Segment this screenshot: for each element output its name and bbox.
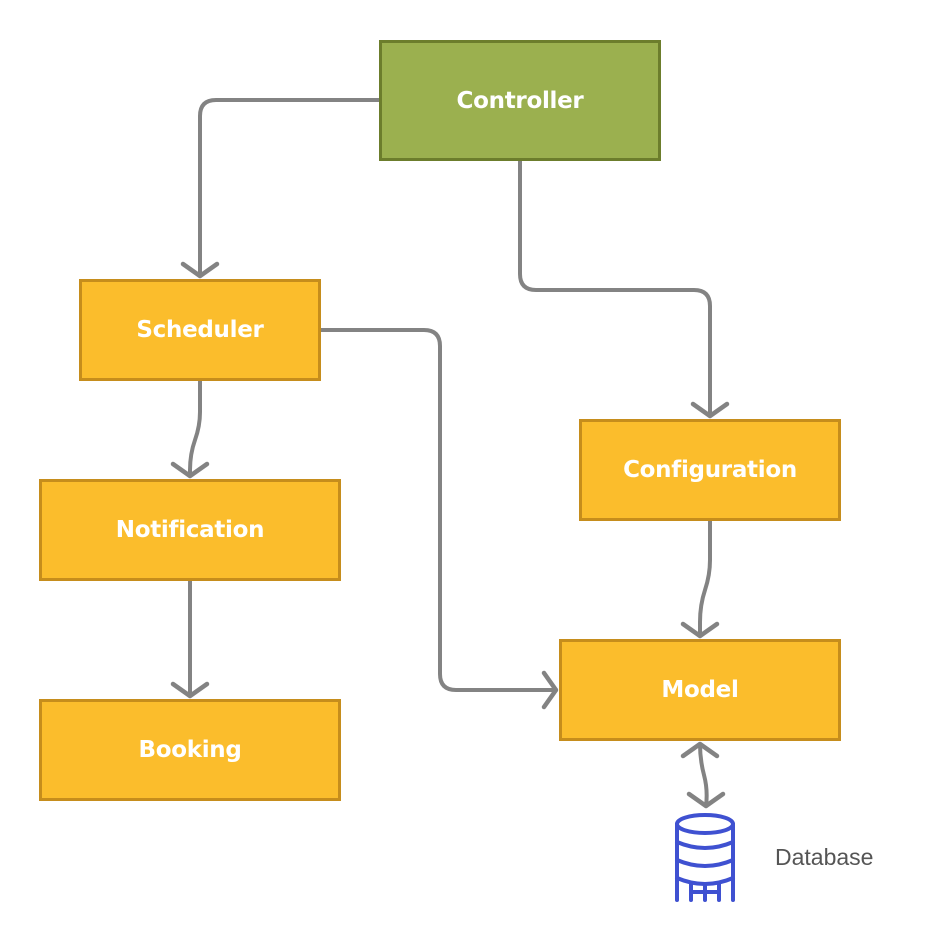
controller-node[interactable]: Controller — [379, 40, 661, 161]
arrowhead — [680, 621, 720, 639]
node-label: Controller — [456, 87, 584, 114]
edge-controller-configuration[interactable] — [518, 159, 730, 419]
arrowhead — [686, 791, 726, 809]
node-label: Scheduler — [136, 317, 264, 343]
node-label: Model — [661, 677, 739, 703]
arrowhead — [690, 401, 730, 419]
database-label: Database — [775, 844, 874, 870]
database-icon[interactable] — [672, 810, 738, 904]
edge-scheduler-model[interactable] — [319, 328, 559, 710]
edge-model-database[interactable] — [680, 741, 726, 809]
node-label: Configuration — [623, 457, 797, 483]
model-node[interactable]: Model — [559, 639, 841, 741]
edge-notification-booking[interactable] — [170, 579, 210, 699]
arrowhead — [180, 261, 220, 279]
configuration-node[interactable]: Configuration — [579, 419, 841, 521]
booking-node[interactable]: Booking — [39, 699, 341, 801]
scheduler-node[interactable]: Scheduler — [79, 279, 321, 381]
edge-scheduler-notification[interactable] — [170, 379, 210, 479]
arrowhead — [170, 681, 210, 699]
arrowhead — [541, 670, 559, 710]
edge-controller-scheduler[interactable] — [180, 98, 381, 279]
notification-node[interactable]: Notification — [39, 479, 341, 581]
arrowhead — [680, 741, 720, 759]
edge-configuration-model[interactable] — [680, 519, 720, 639]
arrowhead — [170, 461, 210, 479]
node-label: Notification — [115, 517, 265, 543]
node-label: Booking — [138, 737, 242, 763]
